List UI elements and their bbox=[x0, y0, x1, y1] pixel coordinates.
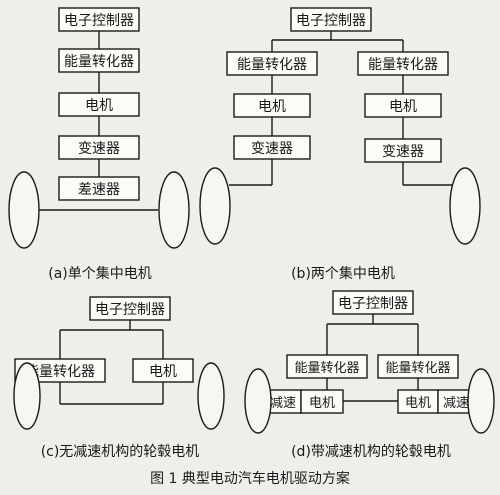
motor-box-b-left: 电机 bbox=[233, 93, 311, 118]
left-wheel-d bbox=[244, 368, 272, 434]
motor-box-a: 电机 bbox=[58, 92, 140, 117]
svg-text:电子控制器: 电子控制器 bbox=[338, 296, 408, 312]
svg-text:能量转化器: 能量转化器 bbox=[294, 361, 359, 376]
svg-text:电机: 电机 bbox=[309, 396, 335, 411]
caption-a: (a)单个集中电机 bbox=[48, 265, 152, 282]
right-wheel-d bbox=[467, 368, 495, 434]
svg-text:减速: 减速 bbox=[270, 396, 296, 411]
gearbox-box-b-left: 变速器 bbox=[233, 135, 311, 160]
motor-box-c: 电机 bbox=[132, 358, 194, 383]
gearbox-box-b-right: 变速器 bbox=[364, 138, 442, 163]
ecu-box-a: 电子控制器 bbox=[58, 7, 140, 32]
svg-text:电机: 电机 bbox=[149, 364, 177, 380]
differential-box-a: 差速器 bbox=[58, 176, 140, 201]
svg-text:能量转化器: 能量转化器 bbox=[64, 54, 134, 70]
ecu-box-c: 电子控制器 bbox=[89, 296, 171, 321]
converter-box-d-right: 能量转化器 bbox=[377, 354, 459, 379]
figure-title: 图 1 典型电动汽车电机驱动方案 bbox=[150, 470, 350, 487]
svg-text:减速: 减速 bbox=[443, 396, 469, 411]
panel-c: 电子控制器 能量转化器 电机 (c)无减速机构的轮毂电机 bbox=[13, 296, 225, 460]
motor-box-b-right: 电机 bbox=[364, 93, 442, 118]
svg-text:电机: 电机 bbox=[389, 99, 417, 115]
converter-box-b-right: 能量转化器 bbox=[357, 51, 449, 76]
converter-box-d-left: 能量转化器 bbox=[286, 354, 368, 379]
caption-b: (b)两个集中电机 bbox=[291, 265, 395, 282]
panel-b: 电子控制器 能量转化器 能量转化器 电机 电机 变速器 变速器 (b)两个集中电… bbox=[199, 7, 481, 282]
right-wheel-c bbox=[197, 362, 225, 430]
left-wheel-a bbox=[8, 171, 40, 249]
motor-box-d-left: 电机 bbox=[300, 389, 344, 414]
right-wheel-a bbox=[158, 171, 190, 249]
svg-text:能量转化器: 能量转化器 bbox=[385, 361, 450, 376]
svg-text:变速器: 变速器 bbox=[78, 141, 120, 157]
svg-text:差速器: 差速器 bbox=[78, 182, 120, 198]
svg-text:能量转化器: 能量转化器 bbox=[368, 57, 438, 73]
right-wheel-b bbox=[449, 167, 481, 245]
svg-text:电机: 电机 bbox=[85, 98, 113, 114]
svg-text:电子控制器: 电子控制器 bbox=[296, 13, 366, 29]
motor-box-d-right: 电机 bbox=[397, 389, 439, 414]
caption-d: (d)带减速机构的轮毂电机 bbox=[291, 444, 451, 460]
ecu-box-d: 电子控制器 bbox=[332, 290, 414, 315]
panel-d: 电子控制器 能量转化器 能量转化器 减速 电机 电机 减速 (d)带减速机构的轮… bbox=[244, 290, 495, 460]
svg-text:变速器: 变速器 bbox=[382, 144, 424, 160]
svg-text:电子控制器: 电子控制器 bbox=[64, 13, 134, 29]
svg-text:能量转化器: 能量转化器 bbox=[237, 57, 307, 73]
converter-box-b-left: 能量转化器 bbox=[226, 51, 318, 76]
svg-text:电机: 电机 bbox=[405, 396, 431, 411]
svg-text:变速器: 变速器 bbox=[251, 141, 293, 157]
gearbox-box-a: 变速器 bbox=[58, 135, 140, 160]
panel-a: 电子控制器 能量转化器 电机 变速器 差速器 (a)单个集中电机 bbox=[8, 7, 190, 282]
svg-text:能量转化器: 能量转化器 bbox=[25, 364, 95, 380]
converter-box-a: 能量转化器 bbox=[58, 48, 140, 73]
reducer-box-d-right: 减速 bbox=[437, 389, 475, 414]
ecu-box-b: 电子控制器 bbox=[290, 7, 372, 32]
left-wheel-b bbox=[199, 167, 231, 245]
svg-text:电子控制器: 电子控制器 bbox=[95, 302, 165, 318]
caption-c: (c)无减速机构的轮毂电机 bbox=[41, 444, 200, 460]
left-wheel-c bbox=[13, 362, 41, 430]
svg-text:电机: 电机 bbox=[258, 99, 286, 115]
